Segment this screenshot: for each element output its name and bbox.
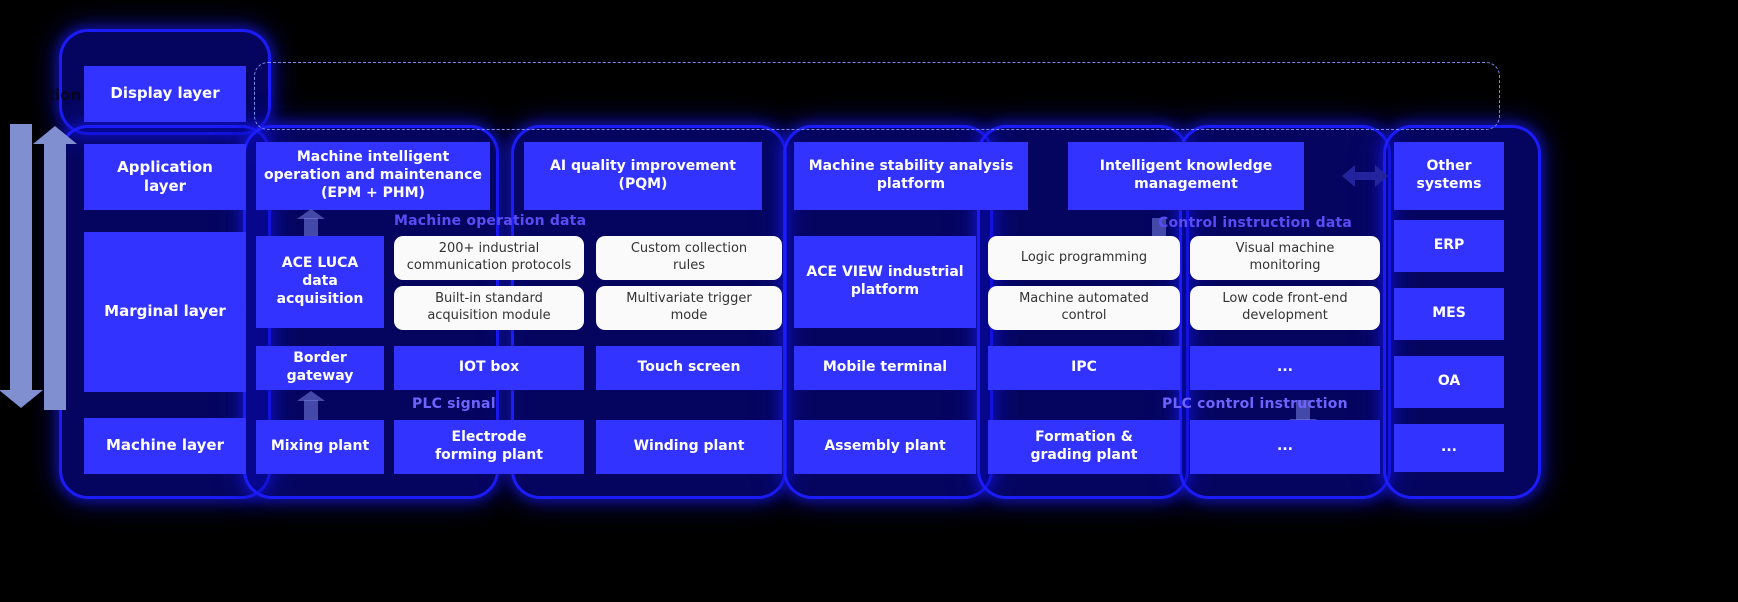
device-iot-box[interactable]: IOT box (394, 346, 584, 390)
display-scope-dashed-box (254, 62, 1500, 130)
data-down-arrow (0, 124, 43, 408)
layer-label-marginal[interactable]: Marginal layer (84, 232, 246, 392)
app-machine-stability-analysis[interactable]: Machine stability analysis platform (794, 142, 1028, 210)
external-more[interactable]: ... (1394, 424, 1504, 472)
card-machine-automated-control[interactable]: Machine automated control (988, 286, 1180, 330)
external-oa[interactable]: OA (1394, 356, 1504, 408)
band-plc-signal: PLC signal (412, 396, 496, 412)
device-more[interactable]: ... (1190, 346, 1380, 390)
machine-assembly-plant[interactable]: Assembly plant (794, 420, 976, 474)
machine-operation-data-arrow (297, 209, 325, 240)
external-mes[interactable]: MES (1394, 288, 1504, 340)
layer-label-application[interactable]: Application layer (84, 144, 246, 210)
app-ai-quality-improvement[interactable]: AI quality improvement (PQM) (524, 142, 762, 210)
band-machine-operation-data: Machine operation data (394, 213, 587, 229)
machine-more[interactable]: ... (1190, 420, 1380, 474)
app-machine-intelligent-ops[interactable]: Machine intelligent operation and mainte… (256, 142, 490, 210)
layer-label-machine[interactable]: Machine layer (84, 418, 246, 474)
external-erp[interactable]: ERP (1394, 220, 1504, 272)
machine-winding-plant[interactable]: Winding plant (596, 420, 782, 474)
device-touch-screen[interactable]: Touch screen (596, 346, 782, 390)
data-up-arrow (33, 126, 77, 410)
app-intelligent-knowledge-management[interactable]: Intelligent knowledge management (1068, 142, 1304, 210)
card-logic-programming[interactable]: Logic programming (988, 236, 1180, 280)
plc-signal-arrow (297, 391, 325, 420)
card-multivariate-trigger-mode[interactable]: Multivariate trigger mode (596, 286, 782, 330)
systems-bidirectional-connector (1342, 165, 1388, 187)
machine-mixing-plant[interactable]: Mixing plant (256, 420, 384, 474)
platform-ace-view-industrial[interactable]: ACE VIEW industrial platform (794, 236, 976, 328)
card-custom-collection-rules[interactable]: Custom collection rules (596, 236, 782, 280)
card-industrial-communication-protocols[interactable]: 200+ industrial communication protocols (394, 236, 584, 280)
band-plc-control-instruction: PLC control instruction (1162, 396, 1348, 412)
card-low-code-front-end-development[interactable]: Low code front-end development (1190, 286, 1380, 330)
card-visual-machine-monitoring[interactable]: Visual machine monitoring (1190, 236, 1380, 280)
machine-formation-grading-plant[interactable]: Formation & grading plant (988, 420, 1180, 474)
device-border-gateway[interactable]: Border gateway (256, 346, 384, 390)
platform-ace-luca-data-acquisition[interactable]: ACE LUCA data acquisition (256, 236, 384, 328)
external-other-systems[interactable]: Other systems (1394, 142, 1504, 210)
card-built-in-standard-acquisition-module[interactable]: Built-in standard acquisition module (394, 286, 584, 330)
clipped-title-fragment: tion (48, 86, 82, 104)
device-mobile-terminal[interactable]: Mobile terminal (794, 346, 976, 390)
machine-electrode-forming-plant[interactable]: Electrode forming plant (394, 420, 584, 474)
layer-label-display[interactable]: Display layer (84, 66, 246, 122)
device-ipc[interactable]: IPC (988, 346, 1180, 390)
band-control-instruction-data: Control instruction data (1158, 215, 1353, 231)
